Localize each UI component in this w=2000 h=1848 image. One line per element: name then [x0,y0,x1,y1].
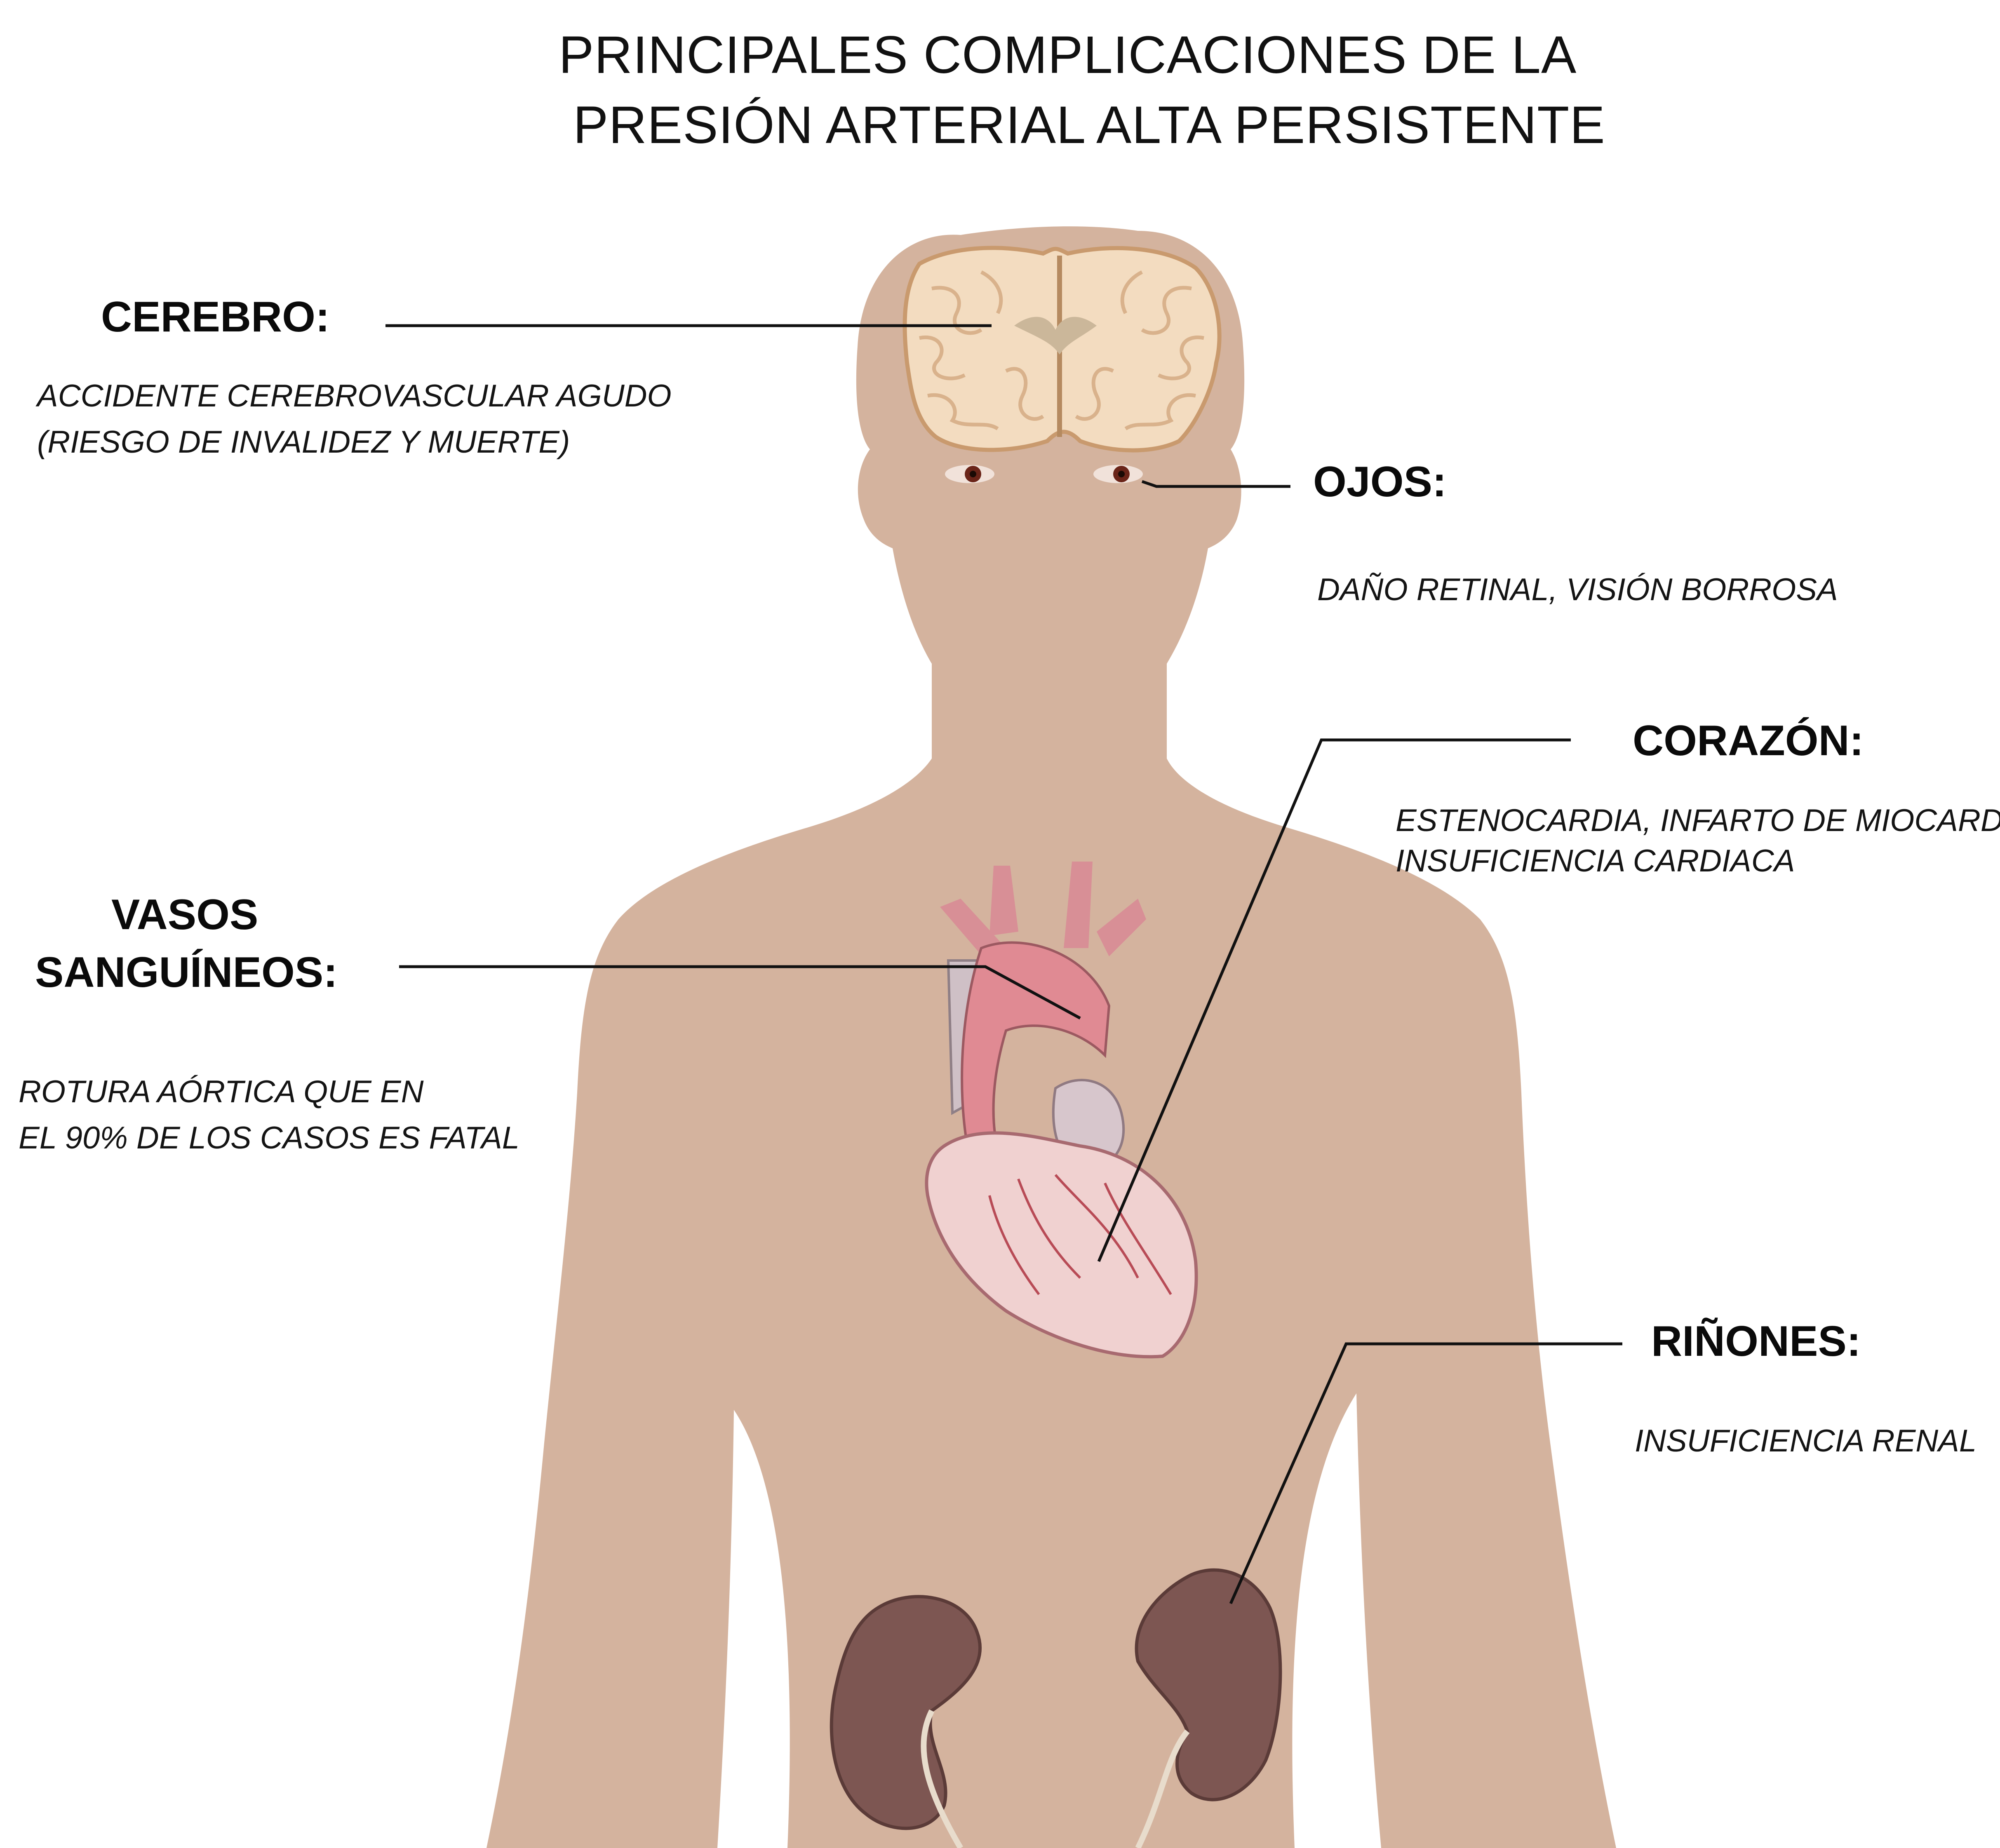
desc-rinones-line1: INSUFICIENCIA RENAL [1635,1423,1977,1458]
desc-vasos-line1: ROTURA AÓRTICA QUE EN [19,1074,424,1109]
label-cerebro: CEREBRO: [101,293,330,341]
desc-corazon-line2: INSUFICIENCIA CARDIACA [1396,843,1795,878]
desc-vasos-line2: EL 90% DE LOS CASOS ES FATAL [19,1120,520,1155]
diagram-title-line2: PRESIÓN ARTERIAL ALTA PERSISTENTE [573,96,1605,155]
kidney-illustration [830,1568,1282,1848]
desc-cerebro-line1: ACCIDENTE CEREBROVASCULAR AGUDO [37,378,672,413]
eye-illustration [945,465,1143,483]
leader-line-corazon [1097,738,1571,1262]
diagram-title-line1: PRINCIPALES COMPLICACIONES DE LA [559,26,1577,85]
label-corazon: CORAZÓN: [1633,717,1864,765]
leader-line-ojos [1141,480,1290,488]
leader-line-vasos [399,965,1081,1020]
desc-corazon-line1: ESTENOCARDIA, INFARTO DE MIOCARDO, [1396,803,2000,838]
leader-line-rinones [1229,1342,1622,1604]
leader-lines [385,324,1622,1604]
label-rinones: RIÑONES: [1651,1317,1861,1365]
label-ojos: OJOS: [1313,458,1447,506]
desc-ojos-line1: DAÑO RETINAL, VISIÓN BORROSA [1317,572,1838,607]
label-vasos-line2: SANGUÍNEOS: [35,949,338,996]
brain-illustration [902,246,1222,453]
label-vasos-line1: VASOS [111,891,259,939]
desc-cerebro-line2: (RIESGO DE INVALIDEZ Y MUERTE) [37,425,570,460]
body-silhouette [486,226,1616,1848]
